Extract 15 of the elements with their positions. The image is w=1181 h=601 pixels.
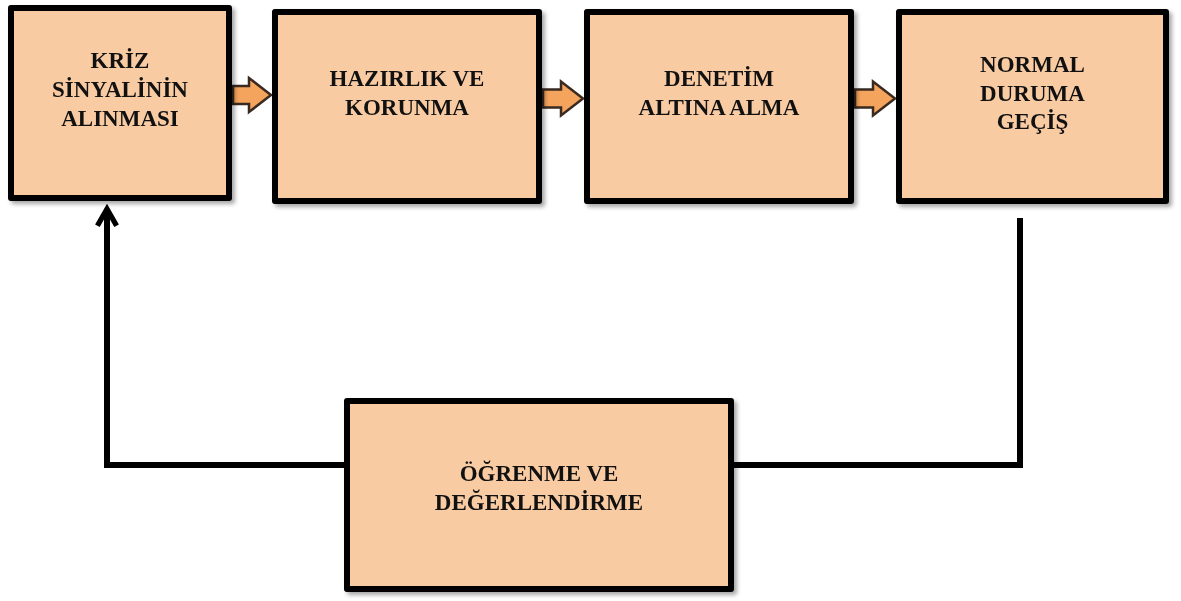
block-arrow xyxy=(541,78,586,119)
box-label: KRİZ SİNYALİNİN ALINMASI xyxy=(51,47,189,133)
box-label: HAZIRLIK VE KORUNMA xyxy=(328,65,486,122)
connector-line xyxy=(734,218,1023,468)
process-box xyxy=(8,5,232,201)
block-arrow xyxy=(231,75,274,115)
process-box xyxy=(344,398,734,592)
box-label: ÖĞRENME VE DEĞERLENDİRME xyxy=(433,460,645,517)
arrow xyxy=(94,206,344,468)
box-label: DENETİM ALTINA ALMA xyxy=(637,65,801,122)
process-box xyxy=(272,9,542,204)
process-box xyxy=(896,9,1169,204)
box-label: NORMAL DURUMA GEÇİŞ xyxy=(979,50,1086,137)
block-arrow xyxy=(853,78,898,119)
process-box xyxy=(584,9,854,204)
